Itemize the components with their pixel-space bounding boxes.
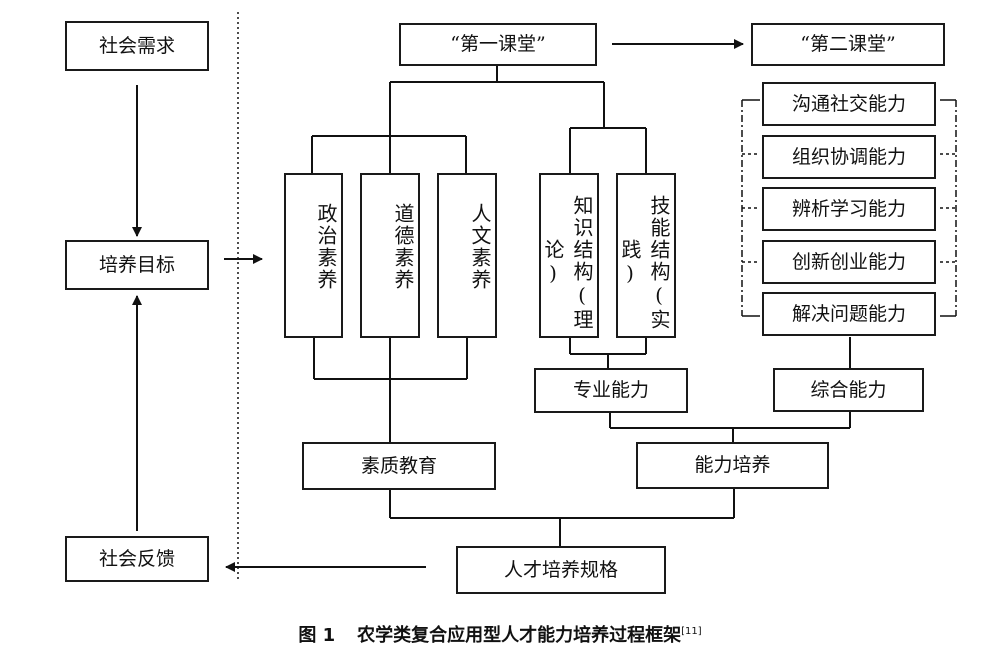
comprehensive-ability-box: 综合能力 bbox=[773, 368, 924, 412]
training-goal-box: 培养目标 bbox=[65, 240, 209, 290]
quality-education-box: 素质教育 bbox=[302, 442, 496, 490]
skill-structure-box: 技能结构(实践) bbox=[616, 173, 676, 338]
political-quality-label: 政治素养 bbox=[314, 203, 338, 291]
knowledge-structure-box: 知识结构(理论) bbox=[539, 173, 599, 338]
ability-box-learning: 辨析学习能力 bbox=[762, 187, 936, 231]
ability-training-box: 能力培养 bbox=[636, 442, 829, 489]
moral-quality-label: 道德素养 bbox=[391, 203, 415, 291]
professional-ability-box: 专业能力 bbox=[534, 368, 688, 413]
ability-box-communication: 沟通社交能力 bbox=[762, 82, 936, 126]
moral-quality-box: 道德素养 bbox=[360, 173, 420, 338]
figure-reference: [11] bbox=[681, 626, 702, 637]
humanistic-quality-box: 人文素养 bbox=[437, 173, 497, 338]
ability-box-innovation: 创新创业能力 bbox=[762, 240, 936, 284]
second-classroom-box: “第二课堂” bbox=[751, 23, 945, 66]
humanistic-quality-label: 人文素养 bbox=[468, 203, 492, 291]
figure-title: 农学类复合应用型人才能力培养过程框架 bbox=[357, 625, 682, 646]
social-feedback-box: 社会反馈 bbox=[65, 536, 209, 582]
political-quality-box: 政治素养 bbox=[284, 173, 343, 338]
skill-structure-label: 技能结构(实践) bbox=[618, 194, 671, 331]
ability-box-coordination: 组织协调能力 bbox=[762, 135, 936, 179]
social-demand-box: 社会需求 bbox=[65, 21, 209, 71]
first-classroom-box: “第一课堂” bbox=[399, 23, 597, 66]
figure-caption: 图 1 农学类复合应用型人才能力培养过程框架[11] bbox=[0, 621, 1000, 647]
talent-spec-box: 人才培养规格 bbox=[456, 546, 666, 594]
ability-box-problem-solving: 解决问题能力 bbox=[762, 292, 936, 336]
knowledge-structure-label: 知识结构(理论) bbox=[541, 194, 594, 331]
figure-number: 图 1 bbox=[298, 625, 336, 646]
